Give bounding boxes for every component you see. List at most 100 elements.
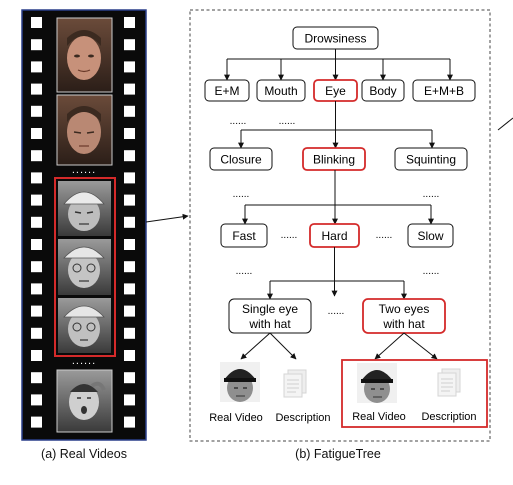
sprocket-hole: [31, 216, 42, 228]
node-emb-label: E+M+B: [424, 84, 464, 98]
level2-dots-left: ......: [233, 189, 250, 200]
sprocket-hole: [31, 17, 42, 28]
film-caption: (a) Real Videos: [41, 447, 127, 461]
film-frame-5: [58, 298, 111, 353]
connectors-leaves: [240, 332, 438, 360]
sprocket-hole: [124, 305, 135, 317]
film-frame-6: [56, 369, 113, 433]
film-to-tree-arrow: [145, 213, 189, 223]
sprocket-hole: [31, 39, 42, 51]
sprocket-hole: [31, 128, 42, 139]
level3-gap-left: ......: [281, 230, 298, 241]
node-blinking: [302, 147, 366, 171]
sprocket-hole: [31, 105, 42, 117]
sprocket-hole: [31, 372, 42, 384]
node-hard-label: Hard: [321, 229, 347, 243]
level4-gap: ......: [328, 306, 345, 317]
tree-caption: (b) FatigueTree: [295, 447, 381, 461]
sprocket-hole: [124, 17, 135, 28]
sprocket-hole: [124, 416, 135, 428]
level1-nodes: E+M Mouth Eye Body E+M+B: [204, 79, 476, 102]
leaf-highlight-box: [341, 359, 488, 428]
film-frame-3: [58, 181, 111, 236]
sprocket-hole: [124, 261, 135, 273]
film-frame-1: [56, 17, 113, 93]
node-em: [204, 79, 250, 102]
node-body-label: Body: [369, 84, 396, 98]
node-closure: [209, 147, 273, 171]
sprocket-hole: [31, 305, 42, 317]
doc-icon-left: [283, 369, 307, 398]
leaf-label-real-video-left: Real Video: [209, 412, 263, 424]
node-squinting: [394, 147, 468, 171]
leaf-photo-left: [220, 362, 260, 402]
level3-dots-left: ......: [236, 266, 253, 277]
sprocket-hole: [124, 216, 135, 228]
connectors-blinking-level3: [242, 170, 434, 225]
leaf-label-real-video-right: Real Video: [352, 411, 406, 423]
sprocket-hole: [31, 83, 42, 95]
sprocket-hole: [124, 150, 135, 162]
node-two-eyes-line2: with hat: [382, 317, 425, 331]
sprocket-hole: [31, 239, 42, 250]
sprocket-hole: [31, 416, 42, 428]
node-fast-label: Fast: [232, 229, 256, 243]
node-emb: [412, 79, 476, 102]
node-slow: [407, 223, 454, 248]
node-closure-label: Closure: [220, 153, 262, 167]
node-slow-label: Slow: [417, 229, 443, 243]
film-sprocket-holes-left: [31, 17, 42, 428]
film-sprocket-holes-right: [124, 17, 135, 428]
leaf-label-description-right: Description: [421, 411, 476, 423]
sprocket-hole: [124, 83, 135, 95]
film-strip: ...... ......: [21, 9, 147, 441]
sprocket-hole: [31, 61, 42, 73]
connectors-hard-level4: [267, 247, 407, 300]
sprocket-hole: [31, 350, 42, 361]
node-fast: [220, 223, 268, 248]
sprocket-hole: [31, 283, 42, 295]
film-frame-2: [56, 94, 113, 166]
level3-nodes: Fast Hard Slow: [220, 223, 454, 248]
level2-nodes: Closure Blinking Squinting: [209, 147, 468, 171]
sprocket-hole: [124, 172, 135, 184]
level4-nodes: Single eye with hat ...... Two eyes with…: [228, 298, 446, 334]
level1-dots-left: ......: [230, 116, 247, 127]
node-eye-label: Eye: [325, 84, 346, 98]
film-frame-4: [58, 239, 111, 295]
node-blinking-label: Blinking: [313, 153, 355, 167]
sprocket-hole: [31, 261, 42, 273]
sprocket-hole: [124, 283, 135, 295]
node-single-eye-line2: with hat: [248, 317, 291, 331]
sprocket-hole: [31, 327, 42, 339]
sprocket-hole: [124, 39, 135, 51]
sprocket-hole: [124, 61, 135, 73]
sprocket-hole: [124, 372, 135, 384]
sprocket-hole: [31, 394, 42, 406]
sprocket-hole: [124, 327, 135, 339]
sprocket-hole: [124, 239, 135, 250]
sprocket-hole: [124, 394, 135, 406]
leaf-photo-right: [357, 363, 397, 403]
level3-gap-right: ......: [376, 230, 393, 241]
sprocket-hole: [124, 105, 135, 117]
right-partial-line: [497, 117, 513, 131]
node-em-label: E+M: [214, 84, 239, 98]
sprocket-hole: [31, 194, 42, 206]
film-dots-top: ......: [72, 164, 96, 176]
node-squinting-label: Squinting: [406, 153, 456, 167]
tree-dashed-border: [189, 9, 491, 442]
film-dots-bottom: ......: [72, 355, 96, 367]
sprocket-hole: [124, 128, 135, 139]
node-body: [361, 79, 405, 102]
sprocket-hole: [31, 150, 42, 162]
level3-dots-right: ......: [423, 266, 440, 277]
level1-dots-right: ......: [279, 116, 296, 127]
node-two-eyes-line1: Two eyes: [379, 302, 430, 316]
leaf-label-description-left: Description: [275, 412, 330, 424]
sprocket-hole: [124, 350, 135, 361]
node-mouth: [256, 79, 306, 102]
level2-dots-right: ......: [423, 189, 440, 200]
connectors-eye-level2: [238, 101, 435, 149]
